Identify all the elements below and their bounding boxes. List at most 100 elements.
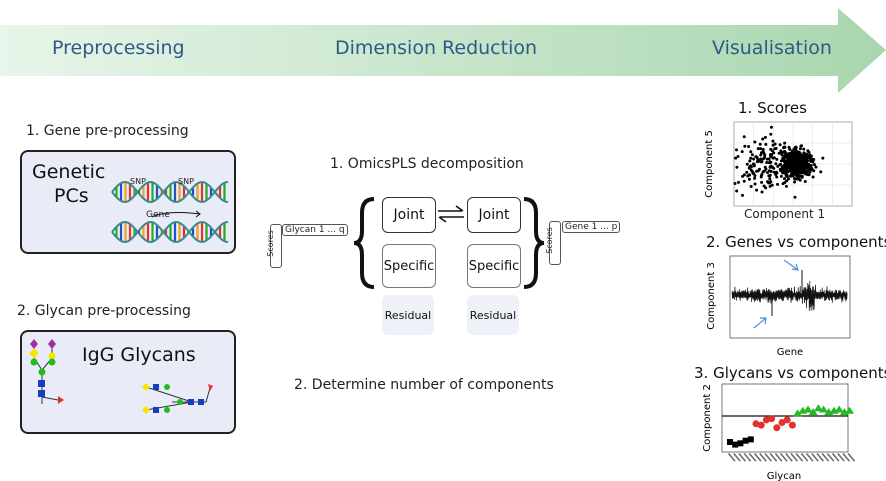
- genetic-title-line2: PCs: [54, 185, 89, 207]
- igg-glycans-panel: IgG Glycans: [20, 330, 236, 434]
- glycan-tick-mark: [800, 453, 809, 462]
- stage-visualisation: Visualisation: [712, 37, 832, 59]
- genetic-title-line1: Genetic: [32, 161, 106, 183]
- score-point: [770, 183, 774, 187]
- genes-xlabel: Gene: [777, 347, 803, 358]
- score-point: [821, 156, 825, 160]
- score-point: [772, 156, 776, 160]
- score-point: [788, 174, 792, 178]
- score-point: [803, 159, 807, 163]
- score-point: [767, 174, 771, 178]
- score-point: [786, 165, 790, 169]
- score-point: [792, 157, 796, 161]
- glycan-loading-point: [813, 404, 823, 412]
- glycan-loading-point: [819, 405, 829, 413]
- score-point: [769, 164, 773, 168]
- score-point: [743, 144, 747, 148]
- glycan-loading-point: [834, 405, 844, 413]
- joint-box-right: Joint: [467, 197, 521, 233]
- score-point: [796, 170, 800, 174]
- gene-label: Gene: [146, 210, 170, 220]
- score-point: [759, 174, 763, 178]
- glycan-preprocessing-title: 2. Glycan pre-processing: [17, 303, 191, 319]
- glycan-tick-mark: [816, 453, 824, 462]
- score-point: [785, 169, 789, 173]
- score-point: [811, 160, 815, 164]
- glycan-tick-mark: [769, 453, 778, 462]
- score-point: [752, 164, 756, 168]
- igg-glycans-title: IgG Glycans: [82, 344, 196, 366]
- score-point: [791, 169, 795, 173]
- number-of-components-step: 2. Determine number of components: [294, 377, 554, 393]
- score-point: [762, 169, 766, 173]
- gene-scores-block: Scores: [545, 221, 561, 265]
- score-point: [735, 189, 739, 193]
- score-point: [788, 147, 792, 151]
- score-point: [778, 143, 782, 147]
- glycan-loading-point: [773, 424, 781, 432]
- score-point: [735, 165, 739, 169]
- score-point: [794, 168, 798, 172]
- score-point: [790, 160, 794, 164]
- omicspls-step-title: 1. OmicsPLS decomposition: [330, 156, 524, 172]
- glycans-xlabel: Glycan: [767, 471, 801, 481]
- glycan-tick-mark: [837, 453, 845, 462]
- score-point: [765, 161, 769, 165]
- score-point: [793, 146, 797, 150]
- score-point: [782, 165, 786, 169]
- score-point: [747, 177, 751, 181]
- glycan-variables-label: Glycan 1 ... q: [282, 224, 348, 236]
- score-point: [759, 147, 763, 151]
- score-point: [755, 188, 759, 192]
- score-point: [745, 162, 749, 166]
- score-point: [734, 148, 738, 152]
- score-point: [772, 170, 776, 174]
- genes-loading-plot: Component 3 Gene: [706, 255, 851, 358]
- score-point: [755, 169, 759, 173]
- score-point: [769, 153, 773, 157]
- score-point: [782, 156, 786, 160]
- score-point: [798, 156, 802, 160]
- glycan-tick-mark: [748, 453, 757, 462]
- glycan-loading-point: [737, 440, 744, 447]
- score-point: [764, 167, 768, 171]
- score-point: [769, 132, 773, 136]
- score-point: [796, 177, 800, 181]
- glycan-tick-mark: [759, 453, 767, 462]
- glycan-tick-mark: [727, 453, 736, 462]
- score-point: [763, 135, 767, 139]
- score-point: [769, 125, 773, 129]
- score-point: [775, 157, 779, 161]
- score-point: [779, 169, 783, 173]
- score-point: [759, 157, 763, 161]
- score-point: [756, 147, 760, 151]
- genes-ylabel: Component 3: [706, 262, 717, 330]
- score-point: [775, 175, 779, 179]
- score-point: [769, 147, 773, 151]
- score-point: [760, 190, 764, 194]
- score-point: [740, 150, 744, 154]
- score-point: [786, 158, 790, 162]
- process-arrow-banner: [0, 8, 886, 93]
- gene-loading-trace: [731, 280, 848, 312]
- glycan-tick-mark: [754, 453, 762, 462]
- score-point: [786, 152, 790, 156]
- glycan-loading-point: [742, 437, 749, 444]
- score-point: [794, 177, 798, 181]
- glycan-tick-mark: [774, 453, 783, 462]
- score-point: [793, 180, 797, 184]
- glycans-loading-plot: Component 2 Glycan: [702, 383, 855, 481]
- score-point: [803, 152, 807, 156]
- gene-variables-label: Gene 1 ... p: [562, 221, 621, 233]
- score-point: [749, 185, 753, 189]
- score-point: [798, 147, 802, 151]
- snp-label-1: SNP: [130, 177, 146, 186]
- score-point: [777, 151, 781, 155]
- score-point: [752, 157, 756, 161]
- score-point: [776, 164, 780, 168]
- score-point: [793, 195, 797, 199]
- score-point: [750, 153, 754, 157]
- score-point: [785, 179, 789, 183]
- score-point: [776, 182, 780, 186]
- glycan-loading-point: [793, 409, 803, 417]
